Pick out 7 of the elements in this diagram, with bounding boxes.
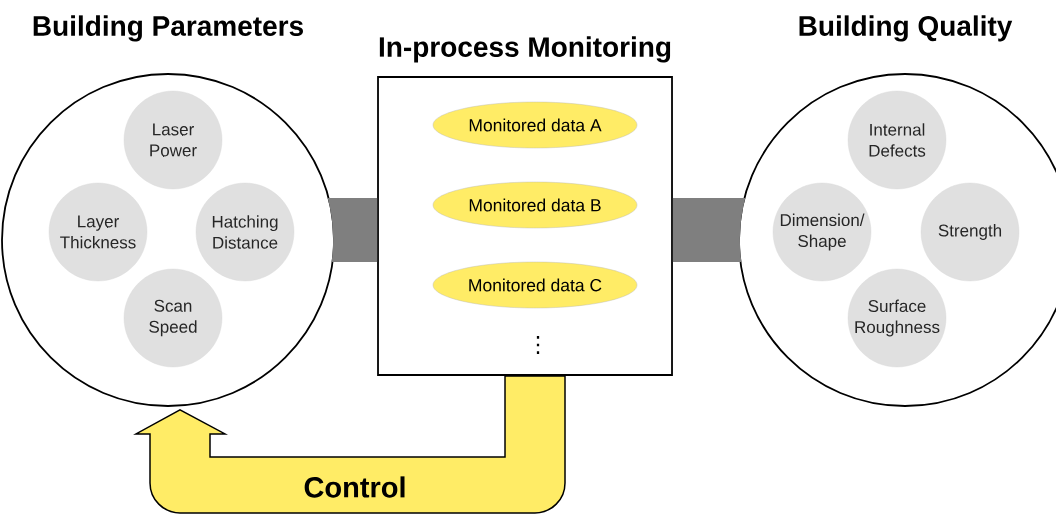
heading: In-process Monitoring bbox=[379, 36, 671, 63]
edge-label: Control bbox=[302, 475, 408, 499]
heading: Building Quality bbox=[799, 15, 1013, 42]
feedback-arrow bbox=[135, 375, 566, 514]
vertical-ellipsis: ⋮ bbox=[536, 336, 540, 354]
connector-bar bbox=[672, 198, 746, 262]
heading: Building Parameters bbox=[33, 15, 303, 42]
